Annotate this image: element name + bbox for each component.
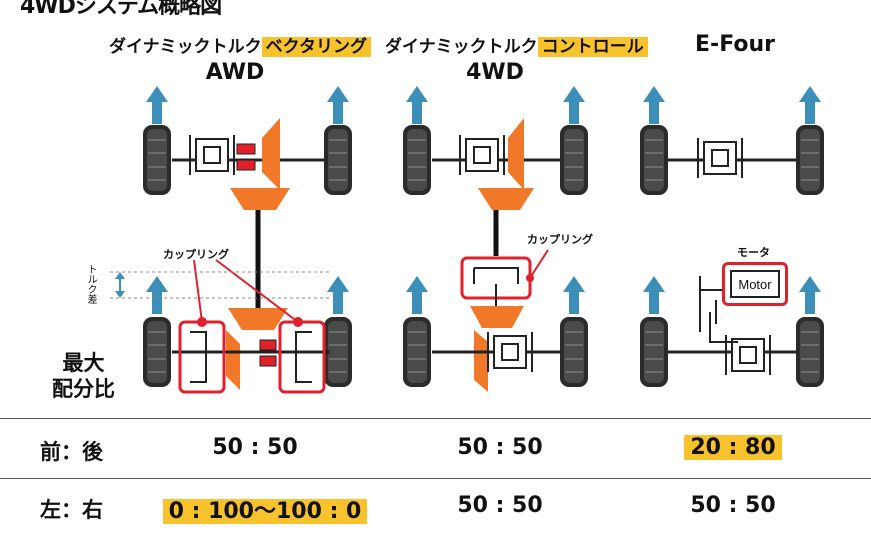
- table-title-line2: 配分比: [52, 377, 115, 401]
- value-4wd-left-right-text: 50 : 50: [457, 493, 543, 518]
- table-title: 最大 配分比: [52, 350, 115, 402]
- value-efour-front-rear: 20 : 80: [618, 435, 848, 460]
- value-efour-left-right-text: 50 : 50: [690, 493, 776, 518]
- 4wd-rear-axle: [402, 276, 589, 392]
- system-title-4wd-plain: ダイナミックトルク: [385, 37, 538, 57]
- efour-front-axle: [639, 86, 825, 196]
- system-title-4wd-highlight: コントロール: [537, 37, 648, 57]
- value-awd-left-right-text: 0 : 100〜100 : 0: [162, 499, 368, 524]
- motor-box: Motor: [722, 262, 788, 306]
- row-label-left-right: 左：右: [40, 498, 103, 522]
- system-title-awd-plain: ダイナミックトルク: [109, 37, 262, 57]
- 4wd-front-axle: [402, 86, 589, 210]
- awd-rear-axle: [142, 259, 353, 394]
- torque-diff-indicator: [110, 271, 330, 299]
- value-awd-left-right: 0 : 100〜100 : 0: [120, 493, 410, 525]
- 4wd-coupling: [460, 249, 549, 306]
- coupling-label-awd: カップリング: [163, 248, 229, 261]
- efour-rear-axle: [639, 276, 825, 388]
- awd-front-axle: [142, 86, 353, 210]
- value-4wd-front-rear: 50 : 50: [385, 435, 615, 460]
- divider-top: [0, 418, 871, 419]
- divider-middle: [0, 478, 871, 479]
- table-title-line1: 最大: [62, 351, 105, 375]
- system-sub-awd: AWD: [205, 60, 265, 85]
- system-sub-4wd: 4WD: [466, 60, 524, 85]
- page-title: 4WDシステム概略図: [20, 0, 222, 19]
- coupling-label-4wd: カップリング: [527, 233, 593, 246]
- row-label-front-rear: 前：後: [40, 440, 103, 464]
- value-efour-left-right: 50 : 50: [618, 493, 848, 518]
- system-title-awd-highlight: ベクタリング: [261, 37, 371, 57]
- system-title-awd: ダイナミックトルクベクタリング: [95, 32, 385, 57]
- system-title-4wd: ダイナミックトルクコントロール: [385, 32, 648, 57]
- value-awd-front-rear: 50 : 50: [140, 435, 370, 460]
- motor-label-en: Motor: [730, 270, 780, 298]
- drivetrain-diagrams: [110, 86, 825, 394]
- value-awd-front-rear-text: 50 : 50: [212, 435, 298, 460]
- motor-label-jp: モータ: [737, 246, 770, 259]
- value-4wd-left-right: 50 : 50: [385, 493, 615, 518]
- torque-diff-text: トルク差: [85, 264, 96, 304]
- value-efour-front-rear-text: 20 : 80: [684, 435, 782, 460]
- system-title-efour: E-Four: [695, 32, 775, 57]
- value-4wd-front-rear-text: 50 : 50: [457, 435, 543, 460]
